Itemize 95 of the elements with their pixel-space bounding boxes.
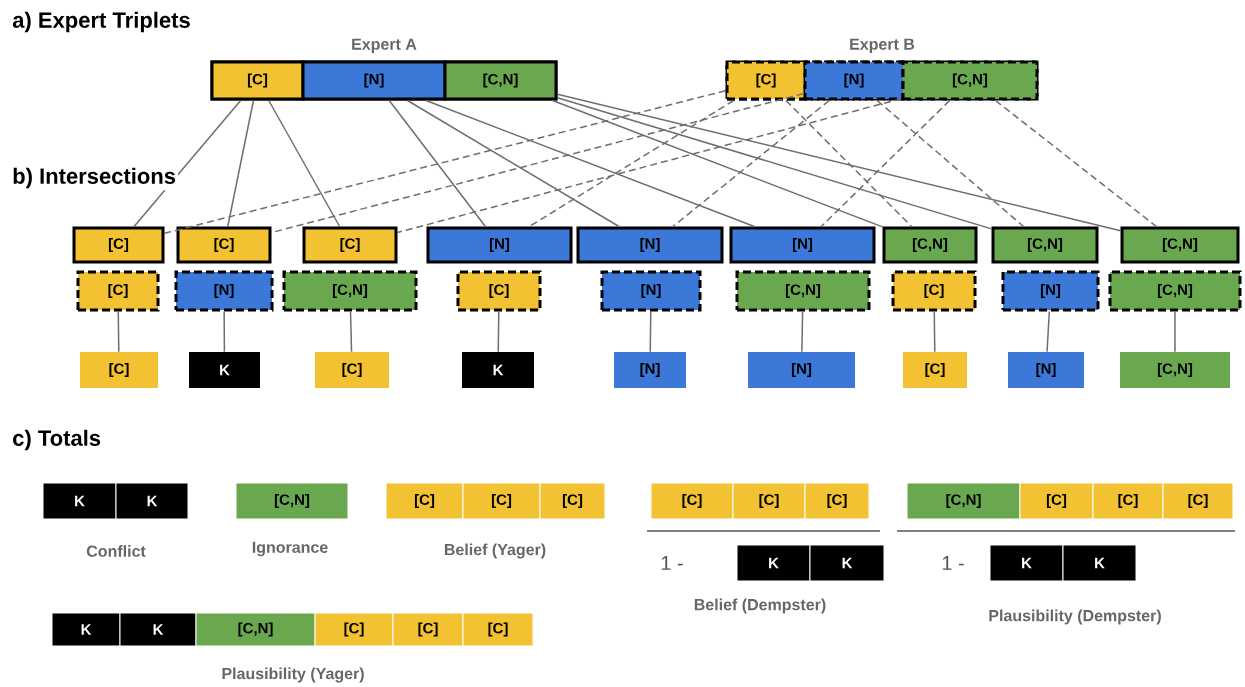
total-cell: [C]: [314, 612, 394, 647]
total-cell: [C]: [1092, 482, 1164, 520]
result-box: [N]: [614, 352, 686, 388]
total-cell: [C]: [462, 482, 541, 520]
segment-box: [C,N]: [443, 60, 558, 101]
caption: Ignorance: [252, 541, 328, 557]
dashed-box: [N]: [174, 270, 274, 312]
connector-line: [556, 93, 1122, 232]
connector-line: [672, 99, 830, 228]
result-box: K: [189, 352, 260, 388]
section-heading: c) Totals: [10, 427, 104, 453]
dashed-box: [N]: [1001, 270, 1100, 312]
total-cell: [C,N]: [195, 612, 316, 647]
solid-box: [N]: [576, 226, 724, 264]
solid-box: [C,N]: [991, 226, 1099, 264]
result-box: [C]: [903, 352, 967, 388]
segment-box: [N]: [803, 60, 905, 101]
caption: Plausibility (Yager): [222, 667, 364, 683]
segment-box: [N]: [301, 60, 447, 101]
solid-box: [C]: [176, 226, 272, 264]
node-label: Expert A: [352, 38, 417, 53]
solid-box: [C,N]: [882, 226, 978, 264]
result-box: [C]: [80, 352, 158, 388]
connector-line: [1046, 310, 1051, 353]
result-box: [N]: [1008, 352, 1084, 388]
result-box: [C]: [315, 352, 389, 388]
section-heading: a) Expert Triplets: [10, 9, 193, 35]
total-cell: K: [736, 544, 811, 582]
connector-line: [406, 99, 620, 228]
dashed-box: [C,N]: [282, 270, 418, 312]
solid-box: [N]: [729, 226, 876, 264]
connector-line: [497, 310, 500, 353]
solid-box: [C,N]: [1120, 226, 1240, 264]
connector-line: [556, 96, 993, 230]
result-box: K: [462, 352, 534, 388]
solid-box: [C]: [302, 226, 398, 264]
connector-line: [227, 99, 255, 228]
total-cell: [C]: [1162, 482, 1234, 520]
connector-line: [163, 89, 727, 235]
total-cell: [C]: [392, 612, 464, 647]
segment-box: [C]: [210, 60, 305, 101]
caption: Plausibility (Dempster): [989, 609, 1161, 625]
solid-box: [C]: [72, 226, 165, 264]
total-cell: [C]: [385, 482, 464, 520]
total-cell: K: [1062, 544, 1137, 582]
dashed-box: [C,N]: [1108, 270, 1242, 312]
total-cell: K: [119, 612, 197, 647]
segment-box: [C]: [725, 60, 807, 101]
connector-line: [801, 310, 804, 353]
total-cell: K: [42, 482, 117, 520]
total-cell: [C,N]: [906, 482, 1021, 520]
dashed-box: [N]: [600, 270, 702, 312]
connector-line: [223, 310, 226, 353]
connector-line: [133, 99, 242, 228]
caption: Belief (Dempster): [694, 598, 826, 614]
node-label: Expert B: [850, 38, 915, 53]
total-cell: [C]: [462, 612, 534, 647]
total-cell: [C]: [732, 482, 806, 520]
connector-line: [933, 310, 936, 353]
connector-line: [528, 99, 735, 228]
total-cell: K: [51, 612, 121, 647]
connector-line: [268, 99, 341, 228]
connector-line: [388, 99, 487, 228]
connector-line: [785, 99, 913, 228]
total-cell: [C,N]: [235, 482, 349, 520]
connector-line: [820, 99, 951, 228]
dashed-box: [C]: [76, 270, 160, 312]
result-box: [C,N]: [1120, 352, 1230, 388]
total-cell: [C]: [1019, 482, 1094, 520]
caption: Conflict: [86, 545, 146, 557]
connector-line: [994, 99, 1158, 228]
segment-box: [C,N]: [901, 60, 1039, 101]
connector-line: [349, 310, 353, 353]
fraction-text: 1 -: [661, 556, 683, 570]
connector-line: [425, 99, 756, 228]
fraction-text: 1 -: [942, 556, 964, 570]
total-cell: [C]: [539, 482, 606, 520]
result-box: [N]: [748, 352, 855, 388]
connector-line: [876, 99, 1025, 228]
section-heading: b) Intersections: [10, 165, 178, 191]
total-cell: K: [809, 544, 885, 582]
total-cell: [C]: [804, 482, 870, 520]
dashed-box: [C,N]: [735, 270, 871, 312]
dashed-box: [C]: [891, 270, 977, 312]
total-cell: K: [115, 482, 189, 520]
connector-line: [1174, 310, 1176, 353]
connector-line: [117, 310, 120, 353]
solid-box: [N]: [426, 226, 573, 264]
caption: Belief (Yager): [444, 543, 546, 559]
connector-line: [649, 310, 652, 353]
total-cell: [C]: [650, 482, 734, 520]
connector-line: [551, 99, 884, 228]
dashed-box: [C]: [456, 270, 542, 312]
connector-line: [396, 97, 903, 234]
total-cell: K: [989, 544, 1064, 582]
